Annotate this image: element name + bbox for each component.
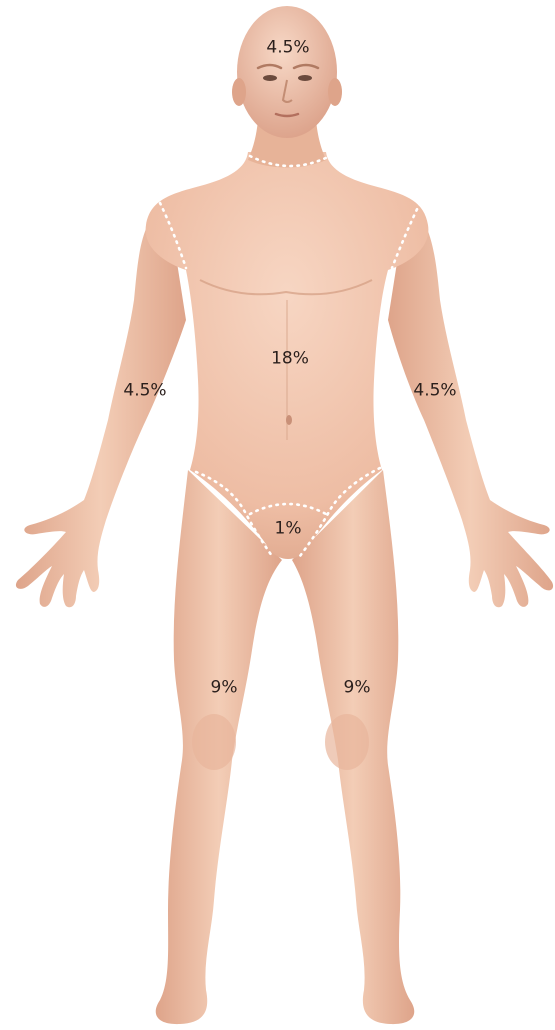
left-leg-percentage-label: 9% [344,680,371,697]
head-percentage-label: 4.5% [266,40,309,57]
right-leg-percentage-label: 9% [211,680,238,697]
left-arm-shape [388,205,553,607]
right-arm-shape [16,205,186,607]
right-eye [263,75,277,81]
right-arm-percentage-label: 4.5% [123,383,166,400]
right-ear-shape [232,78,246,106]
left-ear-shape [328,78,342,106]
left-knee [325,714,369,770]
left-eye [298,75,312,81]
navel [286,415,292,425]
left-arm-percentage-label: 4.5% [413,383,456,400]
body-shape [16,6,553,1024]
head-shape [237,6,337,138]
groin-percentage-label: 1% [275,521,302,538]
trunk-percentage-label: 18% [271,351,309,368]
right-knee [192,714,236,770]
